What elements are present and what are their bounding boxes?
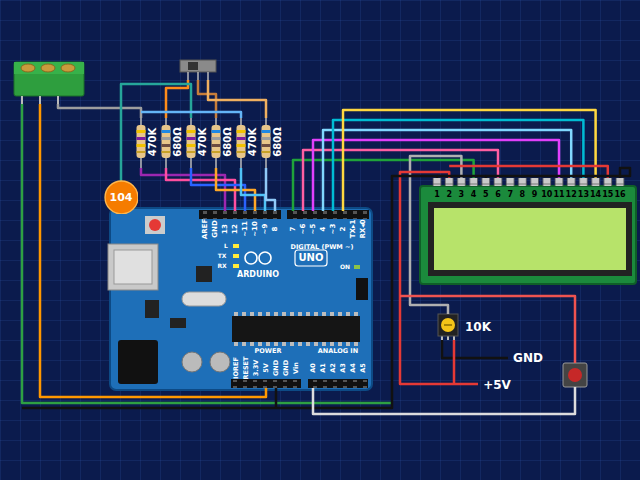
pin-label: AREF — [202, 219, 209, 239]
pin-label: 5V — [263, 363, 270, 373]
resistor-value: 470K — [248, 128, 258, 157]
lcd-pin-number: 6 — [495, 191, 501, 199]
led-label: ON — [340, 264, 350, 270]
led-label: TX — [218, 253, 227, 259]
lcd-pin-number: 12 — [566, 191, 577, 199]
board-label: ANALOG IN — [318, 348, 358, 355]
pin-label: A1 — [320, 363, 327, 373]
pin-label: Vin — [293, 362, 300, 374]
pin-label: 7 — [290, 227, 297, 232]
board-label: POWER — [255, 348, 282, 355]
pin-label: A3 — [340, 363, 347, 373]
pin-label: RESET — [243, 356, 250, 379]
resistor-value: 470K — [148, 128, 158, 157]
resistor-value: 680Ω — [273, 127, 283, 156]
led-label: RX — [217, 263, 226, 269]
lcd-pin-number: 1 — [434, 191, 440, 199]
pin-label: 2 — [340, 227, 347, 232]
lcd-pin-number: 8 — [520, 191, 526, 199]
board-model: UNO — [299, 253, 324, 263]
arduino-board — [108, 208, 372, 390]
pin-label: ~3 — [330, 224, 337, 235]
lcd-pin-number: 7 — [507, 191, 513, 199]
component-value: 10K — [465, 321, 491, 333]
power-label: GND — [513, 352, 543, 364]
pin-label: ~5 — [310, 224, 317, 235]
push-button — [563, 363, 587, 387]
resistor-value: 680Ω — [223, 127, 233, 156]
lcd-pin-number: 2 — [446, 191, 452, 199]
pin-label: ~11 — [242, 221, 249, 237]
pin-label: 4 — [320, 227, 327, 232]
pin-label: GND — [283, 360, 290, 376]
lcd-pin-number: 5 — [483, 191, 489, 199]
lcd-pin-number: 4 — [471, 191, 477, 199]
pin-label: GND — [273, 360, 280, 376]
terminal-block — [14, 62, 84, 104]
capacitor-symbol: 104 — [104, 180, 139, 215]
potentiometer — [438, 314, 458, 340]
pin-label: 13 — [222, 224, 229, 234]
board-label: DIGITAL (PWM ~) — [291, 244, 354, 251]
pin-label: A0 — [310, 363, 317, 373]
resistor-value: 470K — [198, 128, 208, 157]
lcd-pin-number: 3 — [459, 191, 465, 199]
power-label: +5V — [483, 379, 511, 391]
capacitor-value: 104 — [110, 192, 133, 203]
lcd-pin-number: 15 — [602, 191, 613, 199]
lcd-pin-number: 13 — [578, 191, 589, 199]
pin-label: 3.3V — [253, 360, 260, 377]
pin-label: A4 — [350, 363, 357, 373]
pin-label: A2 — [330, 363, 337, 373]
pin-label: IOREF — [233, 357, 240, 379]
lcd-pin-number: 11 — [553, 191, 564, 199]
pin-label: ~10 — [252, 221, 259, 237]
wires — [22, 80, 630, 414]
lcd-module — [420, 178, 636, 284]
resistor-symbol — [137, 118, 271, 168]
led-label: L — [224, 243, 228, 249]
slide-switch — [180, 60, 216, 80]
pin-label: GND — [212, 220, 219, 237]
pin-label: A5 — [360, 363, 367, 373]
pin-label: 8 — [272, 227, 279, 232]
lcd-pin-number: 9 — [532, 191, 538, 199]
resistor-value: 680Ω — [173, 127, 183, 156]
board-logo: ARDUINO — [237, 271, 279, 279]
pin-label: ~9 — [262, 224, 269, 235]
pin-label: ~6 — [300, 224, 307, 235]
lcd-pin-number: 16 — [614, 191, 625, 199]
lcd-pin-number: 14 — [590, 191, 601, 199]
pin-label: 12 — [232, 224, 239, 234]
pin-label: TX▸1 — [350, 220, 357, 239]
lcd-pin-number: 10 — [541, 191, 552, 199]
pin-label: RX◂0 — [360, 219, 367, 238]
